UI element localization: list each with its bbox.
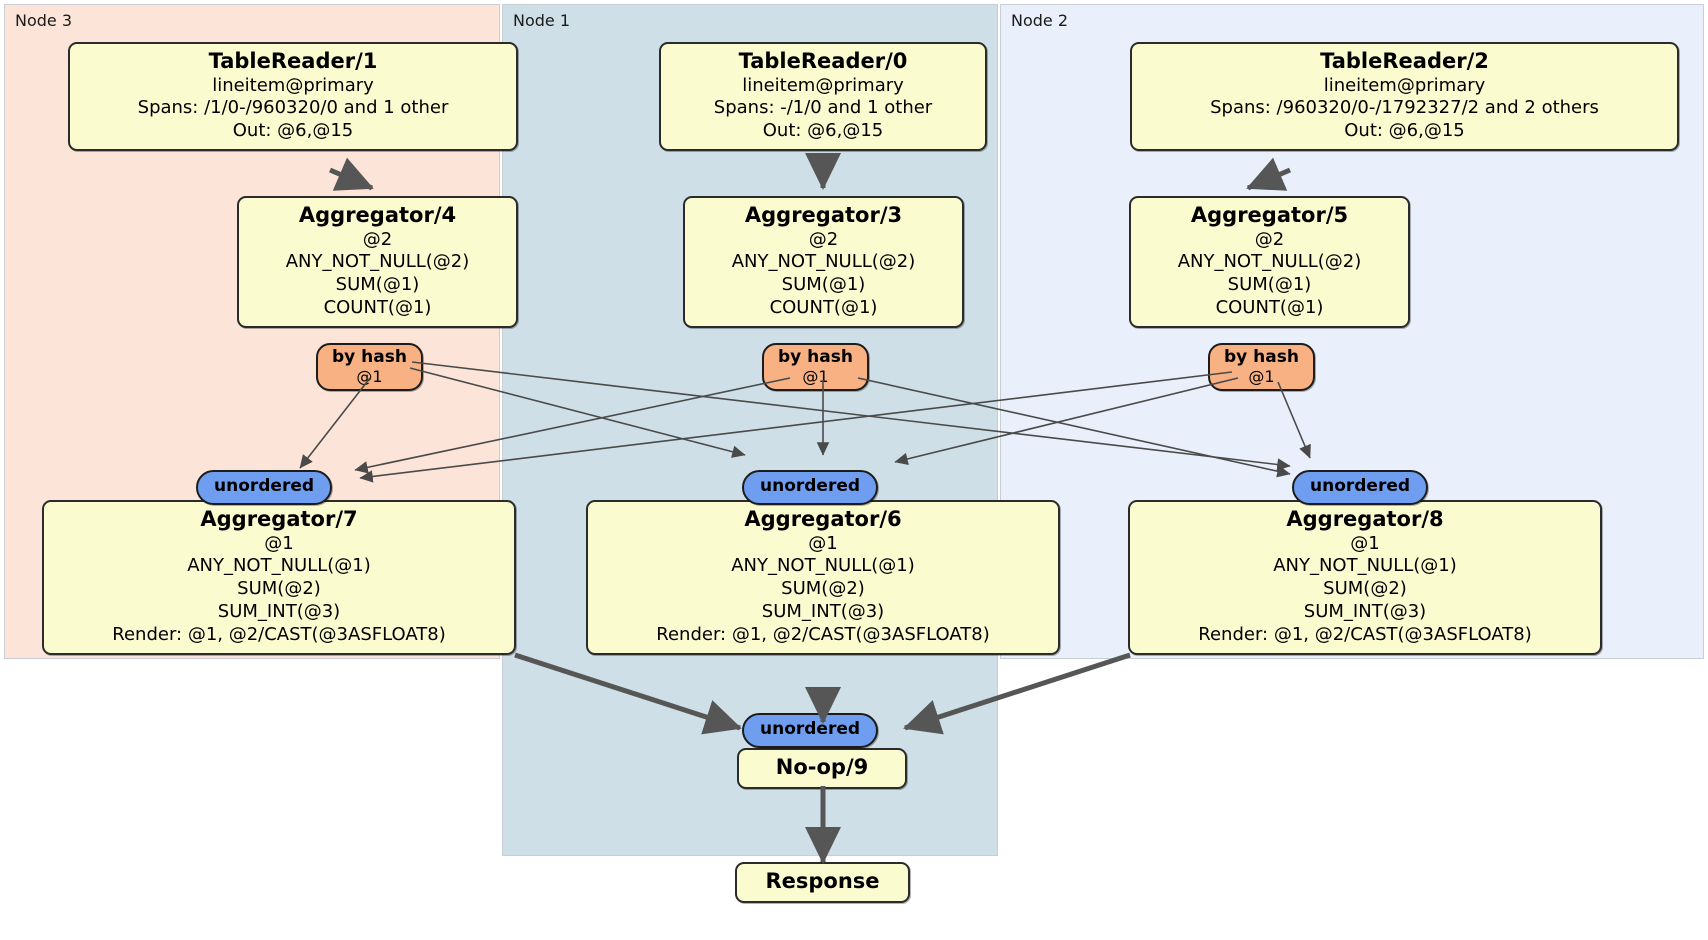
processor-aggregator-4[interactable]: Aggregator/4 @2 ANY_NOT_NULL(@2) SUM(@1)…	[237, 196, 518, 329]
processor-title: TableReader/0	[738, 49, 908, 73]
processor-detail-line: ANY_NOT_NULL(@1)	[1273, 555, 1457, 577]
processor-detail-line: @2	[362, 228, 393, 250]
processor-aggregator-5[interactable]: Aggregator/5 @2 ANY_NOT_NULL(@2) SUM(@1)…	[1129, 196, 1410, 329]
processor-detail-line: Out: @6,@15	[232, 120, 354, 142]
processor-detail-line: @2	[808, 228, 839, 250]
processor-detail-line: SUM(@2)	[1323, 578, 1407, 600]
processor-tablereader-0[interactable]: TableReader/0 lineitem@primary Spans: -/…	[659, 42, 987, 152]
processor-title: Aggregator/3	[744, 203, 903, 227]
processor-detail-line: @1	[1350, 532, 1380, 554]
processor-detail-line: @1	[808, 532, 838, 554]
router-by-hash-aggregator-3[interactable]: by hash @1	[762, 343, 869, 392]
processor-detail-line: Out: @6,@15	[762, 120, 884, 142]
processor-detail-line: lineitem@primary	[742, 74, 904, 96]
processor-detail-line: @2	[1254, 228, 1285, 250]
router-subtitle: @1	[802, 366, 829, 386]
processor-title: TableReader/2	[1320, 49, 1489, 73]
processor-detail-line: COUNT(@1)	[323, 297, 432, 319]
processor-detail-line: ANY_NOT_NULL(@2)	[285, 251, 470, 273]
router-subtitle: @1	[356, 366, 383, 386]
router-by-hash-aggregator-4[interactable]: by hash @1	[316, 343, 423, 392]
router-by-hash-aggregator-5[interactable]: by hash @1	[1208, 343, 1315, 392]
processor-title: Response	[765, 869, 880, 893]
processor-detail-line: lineitem@primary	[1323, 74, 1486, 96]
synchronizer-title: unordered	[760, 476, 861, 496]
processor-aggregator-3[interactable]: Aggregator/3 @2 ANY_NOT_NULL(@2) SUM(@1)…	[683, 196, 964, 329]
processor-detail-line: Render: @1, @2/CAST(@3ASFLOAT8)	[112, 624, 446, 646]
processor-noop-9[interactable]: No-op/9	[737, 748, 907, 789]
processor-title: No-op/9	[775, 755, 869, 779]
processor-detail-line: SUM(@1)	[781, 274, 866, 296]
processor-title: Aggregator/4	[298, 203, 457, 227]
processor-title: Aggregator/8	[1286, 507, 1444, 531]
processor-aggregator-7[interactable]: Aggregator/7 @1 ANY_NOT_NULL(@1) SUM(@2)…	[42, 500, 516, 655]
processor-detail-line: ANY_NOT_NULL(@1)	[731, 555, 915, 577]
processor-aggregator-8[interactable]: Aggregator/8 @1 ANY_NOT_NULL(@1) SUM(@2)…	[1128, 500, 1602, 655]
processor-detail-line: lineitem@primary	[212, 74, 374, 96]
node-panel-label-node2: Node 2	[1011, 11, 1069, 30]
processor-tablereader-2[interactable]: TableReader/2 lineitem@primary Spans: /9…	[1130, 42, 1679, 152]
synchronizer-unordered-aggregator-8[interactable]: unordered	[1292, 470, 1429, 505]
processor-detail-line: SUM(@2)	[781, 578, 865, 600]
processor-detail-line: Spans: /960320/0-/1792327/2 and 2 others	[1210, 97, 1599, 119]
processor-detail-line: ANY_NOT_NULL(@1)	[187, 555, 371, 577]
processor-title: TableReader/1	[208, 49, 378, 73]
processor-tablereader-1[interactable]: TableReader/1 lineitem@primary Spans: /1…	[68, 42, 518, 152]
router-title: by hash	[332, 347, 407, 367]
synchronizer-unordered-noop-9[interactable]: unordered	[742, 713, 879, 748]
processor-detail-line: SUM(@1)	[335, 274, 420, 296]
processor-detail-line: ANY_NOT_NULL(@2)	[1177, 251, 1362, 273]
processor-title: Aggregator/7	[200, 507, 358, 531]
synchronizer-unordered-aggregator-7[interactable]: unordered	[196, 470, 333, 505]
processor-detail-line: ANY_NOT_NULL(@2)	[731, 251, 916, 273]
processor-title: Aggregator/6	[744, 507, 902, 531]
node-panel-label-node3: Node 3	[15, 11, 73, 30]
processor-detail-line: SUM_INT(@3)	[761, 601, 885, 623]
node-panel-label-node1: Node 1	[513, 11, 571, 30]
synchronizer-unordered-aggregator-6[interactable]: unordered	[742, 470, 879, 505]
router-subtitle: @1	[1248, 366, 1275, 386]
processor-aggregator-6[interactable]: Aggregator/6 @1 ANY_NOT_NULL(@1) SUM(@2)…	[586, 500, 1060, 655]
synchronizer-title: unordered	[1310, 476, 1411, 496]
processor-detail-line: Render: @1, @2/CAST(@3ASFLOAT8)	[1198, 624, 1532, 646]
synchronizer-title: unordered	[214, 476, 315, 496]
processor-detail-line: SUM_INT(@3)	[217, 601, 341, 623]
processor-detail-line: Spans: /1/0-/960320/0 and 1 other	[137, 97, 449, 119]
processor-detail-line: COUNT(@1)	[769, 297, 878, 319]
processor-detail-line: Render: @1, @2/CAST(@3ASFLOAT8)	[656, 624, 990, 646]
synchronizer-title: unordered	[760, 719, 861, 739]
processor-detail-line: SUM(@2)	[237, 578, 321, 600]
processor-title: Aggregator/5	[1190, 203, 1349, 227]
processor-detail-line: @1	[264, 532, 294, 554]
processor-response[interactable]: Response	[735, 862, 910, 903]
processor-detail-line: Out: @6,@15	[1344, 120, 1465, 142]
router-title: by hash	[778, 347, 853, 367]
router-title: by hash	[1224, 347, 1299, 367]
processor-detail-line: COUNT(@1)	[1215, 297, 1324, 319]
processor-detail-line: Spans: -/1/0 and 1 other	[713, 97, 933, 119]
processor-detail-line: SUM(@1)	[1227, 274, 1312, 296]
processor-detail-line: SUM_INT(@3)	[1303, 601, 1427, 623]
